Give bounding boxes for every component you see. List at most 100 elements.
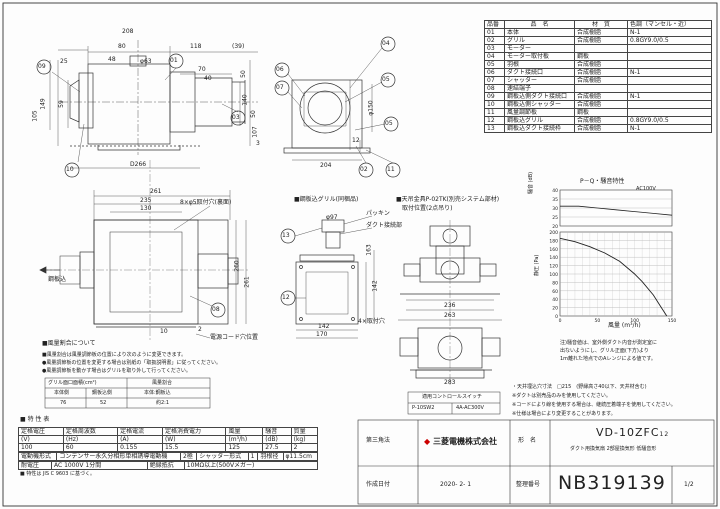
- spec-table: 定格電圧 定格周波数 定格電流 定格消費電力 風量 騒音 質量 (V) (Hz)…: [18, 427, 319, 452]
- ceiling-frame-view: [398, 220, 502, 385]
- parts-cell: N-1: [627, 124, 712, 133]
- dim-50b: 50: [249, 110, 257, 118]
- frame-subtitle: 取付位置(2点吊り): [402, 205, 453, 212]
- noise-ylabel: 騒音 (dB): [528, 171, 534, 194]
- ratio-head-kohan: 鋼板込側: [92, 390, 113, 396]
- dim-25: 25: [60, 58, 68, 65]
- dim-d266: D266: [130, 161, 147, 168]
- dim-170: 170: [316, 331, 328, 338]
- callout-06: 06: [276, 66, 284, 73]
- callout-09: 09: [38, 63, 46, 70]
- pq-ytick: 200: [549, 230, 558, 236]
- spec-insulation-table: 耐電圧 AC 1000V 1分間 絶縁抵抗 10MΩ以上(500Vメガー): [18, 461, 319, 470]
- ratio-val-kohan: 52: [100, 400, 107, 406]
- callout-12: 12: [282, 294, 290, 301]
- dim-phi150: φ150: [367, 100, 375, 116]
- spec-head-row-1: 定格電圧 定格周波数 定格電流 定格消費電力 風量 騒音 質量: [18, 427, 319, 436]
- noise-series-line: [560, 205, 673, 216]
- noise-note-1: 注)騒音値は、室外側ダクト内音が測定室に: [560, 340, 657, 346]
- noise-ytick: 30: [552, 206, 558, 212]
- dim-261-top: 261: [150, 188, 162, 195]
- dim-105: 105: [31, 110, 39, 122]
- spec-motor-table: 電動機形式 コンデンサー永久分相形単相誘導電動機 2極 シャッター形式 1 羽根…: [17, 452, 319, 461]
- dim-149: 149: [39, 98, 47, 110]
- callout-04: 04: [382, 40, 390, 47]
- drawing-number: NB319139: [558, 472, 666, 494]
- ratio-head-area: グリル面口面積(cm²): [48, 380, 97, 386]
- dim-12: 12: [352, 137, 360, 144]
- dim-50a: 50: [239, 70, 247, 78]
- pq-xtick: 0: [559, 318, 562, 324]
- noise-ytick: 40: [552, 188, 558, 194]
- noise-annotation: AC100V: [636, 186, 656, 192]
- pq-ylabel: 静圧 (Pa): [534, 254, 540, 276]
- callout-13: 13: [282, 232, 290, 239]
- title-block-lines: [357, 419, 715, 505]
- ratio-table-lines: [44, 377, 211, 409]
- ratio-line-2: ●風量調節板の位置を変更する場合は別紙の「取扱説明書」に従ってください。: [42, 360, 221, 366]
- noise-note-2: 出ないようにし、グリル正面(下方)より: [560, 348, 649, 354]
- spec-table-title: ■ 特 性 表: [20, 416, 50, 423]
- date-label: 作成日付: [366, 481, 391, 488]
- callout-05a: 05: [382, 76, 390, 83]
- switch-rating: 4A-AC300V: [456, 405, 484, 411]
- ratio-val-body: 76: [60, 400, 67, 406]
- callout-05b: 05: [385, 120, 393, 127]
- dim-48: 48: [108, 56, 116, 63]
- ratio-val-split: 約2:1: [156, 400, 170, 406]
- pq-ytick: 0: [555, 314, 558, 320]
- name-label: 形 名: [518, 437, 537, 444]
- dim-204: 204: [320, 162, 332, 169]
- pq-ytick: 180: [549, 238, 558, 244]
- dim-118: 118: [190, 43, 202, 50]
- date-value: 2020- 2- 1: [440, 481, 472, 488]
- noise-note-3: 1m離れた地点でのAレンジによる値です。: [560, 356, 656, 362]
- plan-view: [39, 160, 250, 340]
- ratio-head-split: 本体:鋼板込: [144, 390, 171, 396]
- dim-80: 80: [118, 43, 126, 50]
- model-number: VD-10ZFC12: [596, 426, 670, 439]
- dim-59: 59: [57, 100, 65, 108]
- dim-261-side: 261: [243, 276, 251, 288]
- pq-ytick: 20: [552, 306, 558, 312]
- company-name: ◆ 三菱電機株式会社: [424, 437, 497, 446]
- dim-phi97: φ97: [326, 214, 338, 221]
- grille-title: ■鋼板込グリル(同梱品): [294, 196, 359, 203]
- ratio-line-1: ■風量割合は風量調節板の位置により次のように変更できます。: [42, 352, 187, 358]
- switch-title: 適用コントロールスイッチ: [422, 394, 483, 400]
- spec-data-row: 100 60 0.155 15.5 125 27.5 2: [18, 443, 319, 452]
- dim-260: 260: [233, 260, 241, 272]
- switch-model: P-10SW2: [412, 405, 435, 411]
- parts-table-header: 品番 品 名 材 質 色調（マンセル・近）: [484, 20, 712, 29]
- frame-title: ■天吊金具P-02TK(別売システム部材): [396, 196, 500, 203]
- dim-10: 10: [160, 328, 168, 335]
- spec-note-3: ※コードにより線を使用する場合は、継続圧着端子を使用してください。: [512, 402, 676, 408]
- pq-ytick: 40: [552, 297, 558, 303]
- pq-xtick: 50: [594, 318, 600, 324]
- dim-phi63: φ63: [140, 58, 152, 65]
- noise-ytick: 20: [552, 224, 558, 230]
- callout-07: 07: [276, 84, 284, 91]
- pq-xlabel: 風量 (m³/h): [608, 322, 641, 329]
- callout-10: 10: [66, 166, 74, 173]
- ratio-title: ■風量割合について: [42, 340, 96, 347]
- dim-263: 263: [444, 312, 456, 319]
- label-power-cord: 電源コード穴位置: [210, 334, 259, 341]
- model-description: ダクト用換気扇 2部屋換気形 低騒音形: [570, 446, 657, 452]
- noise-ytick: 35: [552, 197, 558, 203]
- dim-142-v: 142: [371, 280, 379, 292]
- spec-note-2: ※ダクトは別売品のみを使用してください。: [512, 393, 611, 399]
- label-mounting-holes: 4×取付穴: [358, 318, 385, 325]
- front-view: [36, 40, 258, 178]
- dim-70: 70: [198, 66, 206, 73]
- pq-xtick: 150: [668, 318, 677, 324]
- pq-ytick: 120: [549, 264, 558, 270]
- chart-title: P－Q・騒音特性: [580, 178, 625, 185]
- pq-ytick: 100: [549, 272, 558, 278]
